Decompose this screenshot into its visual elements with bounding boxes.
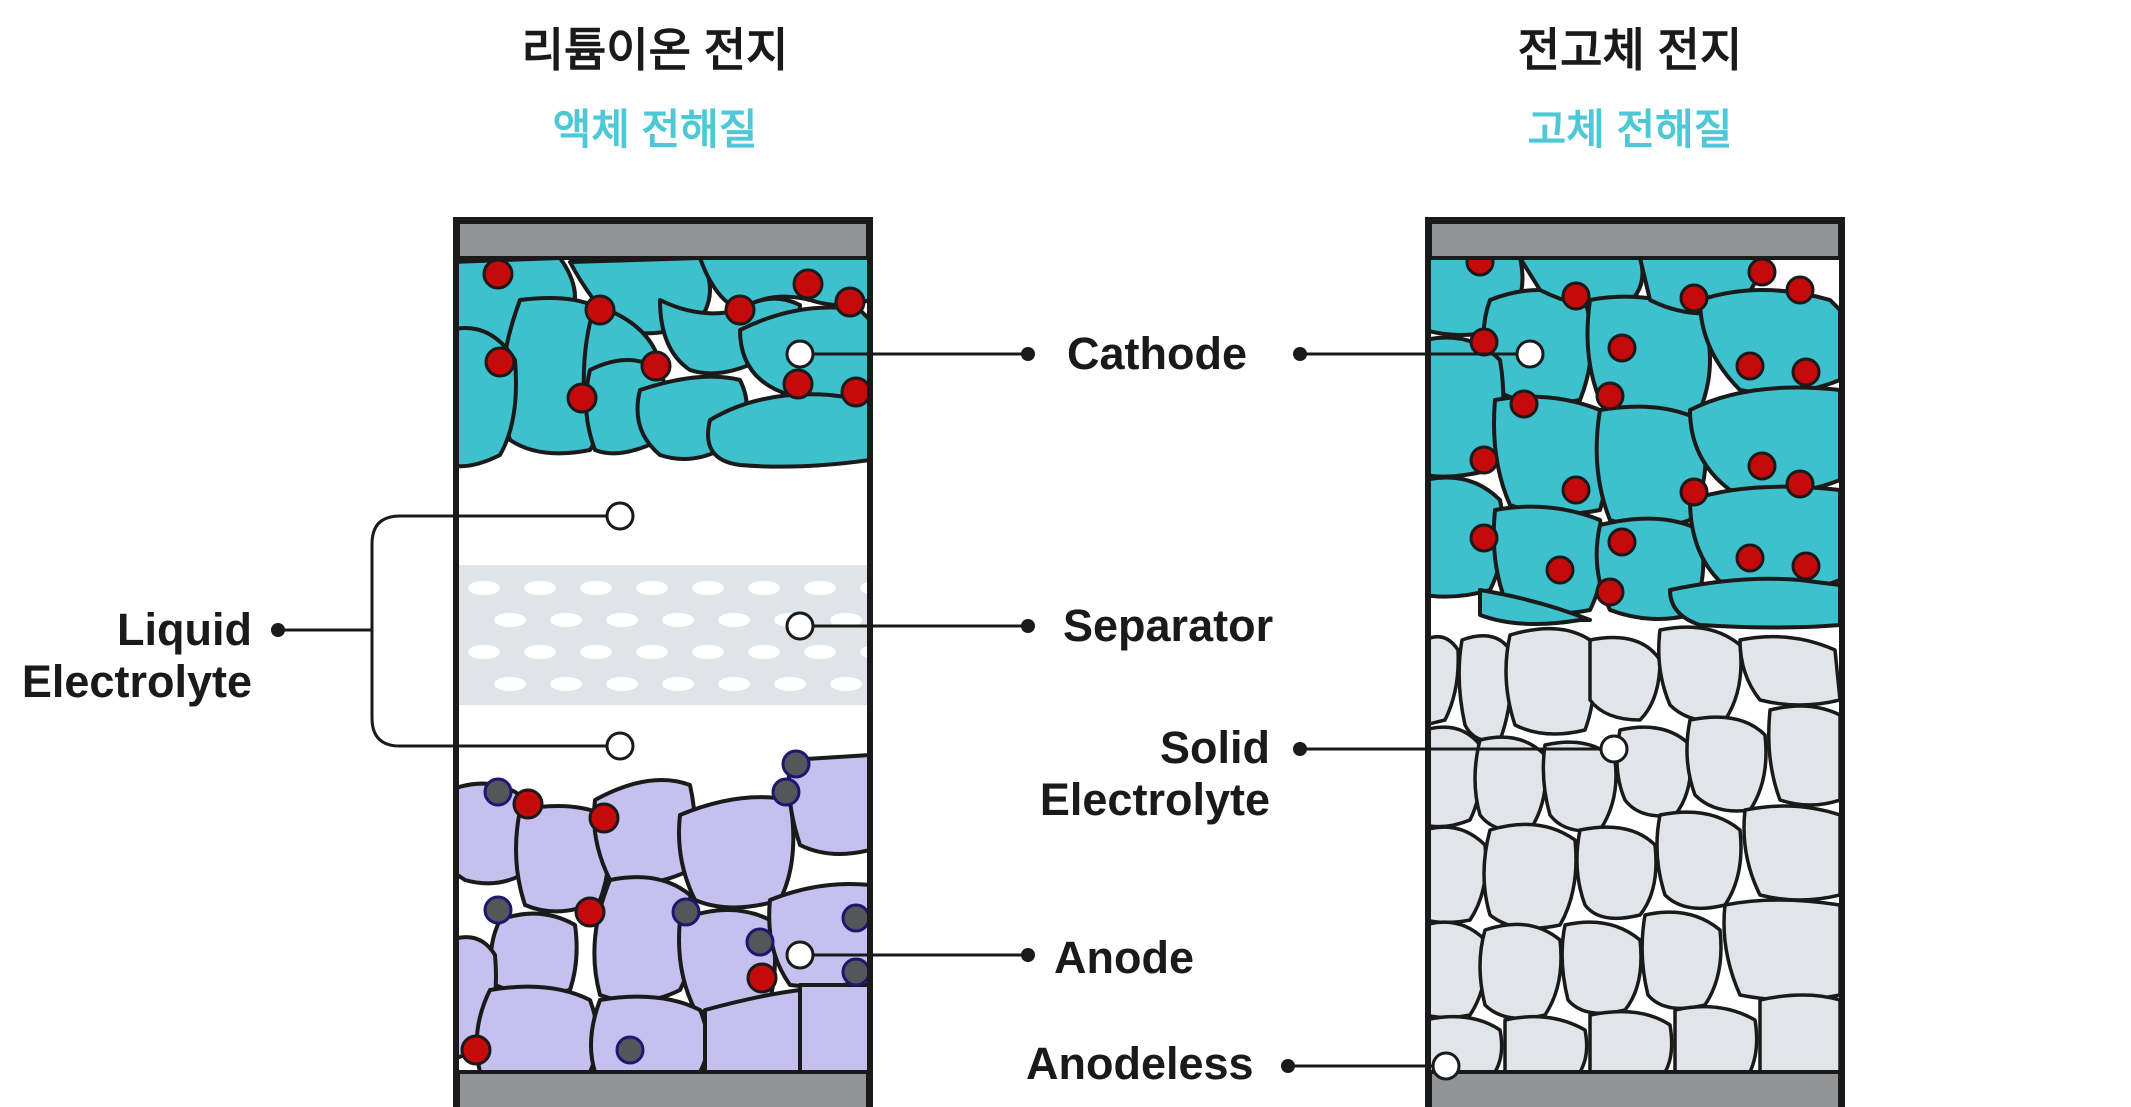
left-dark-ions bbox=[483, 749, 868, 1065]
left-battery-title: 리튬이온 전지 bbox=[521, 24, 789, 76]
right-battery-title: 전고체 전지 bbox=[1517, 24, 1743, 76]
anode-label: Anode bbox=[1054, 932, 1194, 983]
marker-anode bbox=[785, 940, 815, 970]
cathode-dot-left bbox=[1021, 347, 1035, 361]
right-top-collector bbox=[1428, 220, 1842, 260]
right-cathode-layer bbox=[1430, 258, 1840, 630]
solid-electrolyte-label: Solid Electrolyte bbox=[950, 722, 1270, 826]
cathode-dot-right bbox=[1293, 347, 1307, 361]
left-red-ions bbox=[460, 258, 868, 1066]
callout-lines bbox=[278, 352, 1614, 1068]
marker-anodeless bbox=[1431, 1051, 1461, 1081]
left-top-collector bbox=[456, 220, 870, 260]
separator-label: Separator bbox=[1063, 600, 1274, 651]
right-battery-subtitle: 고체 전해질 bbox=[1527, 106, 1733, 153]
anodeless-dot bbox=[1281, 1059, 1295, 1073]
liquid-electrolyte-line1: Liquid bbox=[117, 604, 252, 655]
anode-dot bbox=[1021, 948, 1035, 962]
marker-cathode-right bbox=[1515, 339, 1545, 369]
marker-liquid-top bbox=[605, 501, 635, 531]
solid-electrolyte-dot bbox=[1293, 742, 1307, 756]
separator-dot bbox=[1021, 619, 1035, 633]
liquid-electrolyte-label: Liquid Electrolyte bbox=[0, 604, 252, 708]
liquid-electrolyte-line2: Electrolyte bbox=[21, 656, 252, 707]
anodeless-label: Anodeless bbox=[1026, 1038, 1254, 1089]
cathode-label: Cathode bbox=[1067, 328, 1247, 379]
marker-separator bbox=[785, 611, 815, 641]
left-bottom-collector bbox=[456, 1070, 870, 1107]
right-red-ions bbox=[1465, 258, 1821, 607]
right-bottom-collector bbox=[1428, 1070, 1842, 1107]
liquid-electrolyte-dot bbox=[271, 623, 285, 637]
callout-dots bbox=[271, 347, 1307, 1073]
callout-markers bbox=[605, 339, 1629, 1081]
solid-electrolyte-line2: Electrolyte bbox=[1039, 774, 1270, 825]
marker-solid-electrolyte bbox=[1599, 734, 1629, 764]
solid-electrolyte-particles bbox=[1430, 625, 1840, 1072]
solid-electrolyte-line1: Solid bbox=[1160, 722, 1270, 773]
marker-liquid-bottom bbox=[605, 731, 635, 761]
left-battery-subtitle: 액체 전해질 bbox=[552, 106, 758, 153]
left-cathode-layer bbox=[458, 258, 868, 469]
marker-cathode-left bbox=[785, 339, 815, 369]
